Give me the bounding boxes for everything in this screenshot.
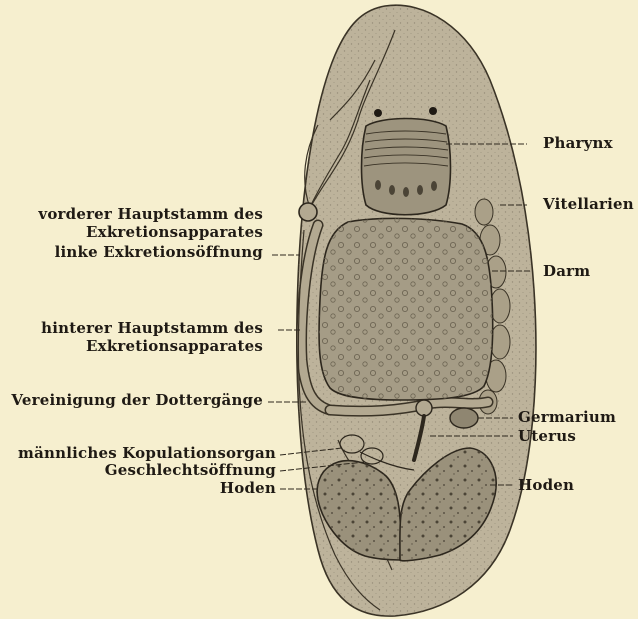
uterus <box>416 400 432 416</box>
germarium <box>450 408 478 428</box>
eye-left <box>374 109 382 117</box>
label-hinterer-line2: Exkretionsapparates <box>86 338 263 355</box>
excretory-opening <box>299 203 317 221</box>
label-hoden-left: Hoden <box>220 480 276 497</box>
label-vorderer-line1: vorderer Hauptstamm des <box>38 206 263 223</box>
label-hoden-right: Hoden <box>518 477 574 494</box>
label-vorderer-line2: Exkretionsapparates <box>86 224 263 241</box>
label-darm: Darm <box>543 263 590 280</box>
label-uterus: Uterus <box>518 428 576 445</box>
label-hinterer-line1: hinterer Hauptstamm des <box>41 320 263 337</box>
label-kopulationsorgan: männliches Kopulationsorgan <box>18 445 276 462</box>
label-germarium: Germarium <box>518 409 616 426</box>
label-vereinigung: Vereinigung der Dottergänge <box>11 392 263 409</box>
eye-right <box>429 107 437 115</box>
label-geschlechtsoeffnung: Geschlechtsöffnung <box>105 462 276 479</box>
label-pharynx: Pharynx <box>543 135 613 152</box>
label-vitellarien: Vitellarien <box>543 196 634 213</box>
label-linke-exkretionsoeffnung: linke Exkretionsöffnung <box>55 244 263 261</box>
